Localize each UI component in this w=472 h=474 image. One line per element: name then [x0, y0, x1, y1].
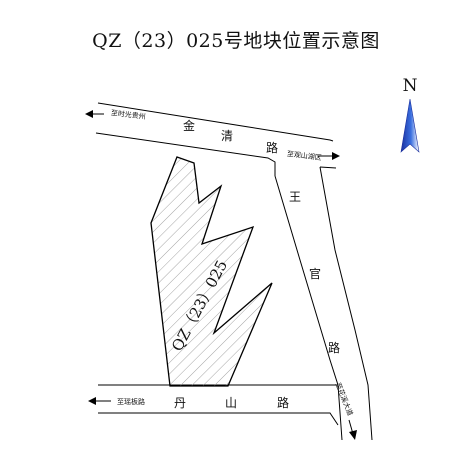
direction-to-zhaoxi: 至瑶板路 — [88, 397, 145, 406]
arrow-down-icon — [349, 430, 357, 440]
north-arrow-icon — [400, 98, 420, 153]
road-wangguan — [274, 166, 373, 441]
north-letter: N — [403, 76, 418, 96]
arrow-left-icon — [85, 110, 93, 118]
parcel-outline — [150, 156, 273, 387]
direction-to-shiguang: 至时光贵州 — [85, 108, 146, 121]
direction-to-huaxi: 至花溪大道 — [334, 381, 357, 440]
road-label-wangguan-3: 路 — [328, 340, 340, 355]
direction-to-guanshanhu: 至观山湖区 — [286, 149, 340, 162]
road-label-danshan-1: 丹 — [174, 396, 186, 410]
direction-label-shiguang: 至时光贵州 — [110, 108, 146, 121]
direction-label-huaxi: 至花溪大道 — [334, 381, 355, 417]
road-label-jinqing-3: 路 — [266, 140, 278, 155]
north-arrow: N — [400, 76, 420, 153]
road-label-danshan-2: 山 — [225, 396, 237, 410]
arrow-right-icon — [332, 152, 340, 160]
arrow-left-icon — [88, 397, 96, 405]
road-label-jinqing-2: 清 — [221, 129, 233, 143]
direction-label-guanshanhu: 至观山湖区 — [286, 149, 322, 162]
map-title: QZ（23）025号地块位置示意图 — [92, 30, 380, 52]
road-label-jinqing-1: 金 — [183, 118, 195, 133]
road-label-wangguan-1: 王 — [289, 190, 301, 204]
road-label-wangguan-2: 官 — [309, 266, 321, 281]
direction-label-zhaoxi: 至瑶板路 — [117, 397, 145, 406]
road-jinqing — [95, 102, 337, 176]
road-label-danshan-3: 路 — [277, 395, 289, 410]
